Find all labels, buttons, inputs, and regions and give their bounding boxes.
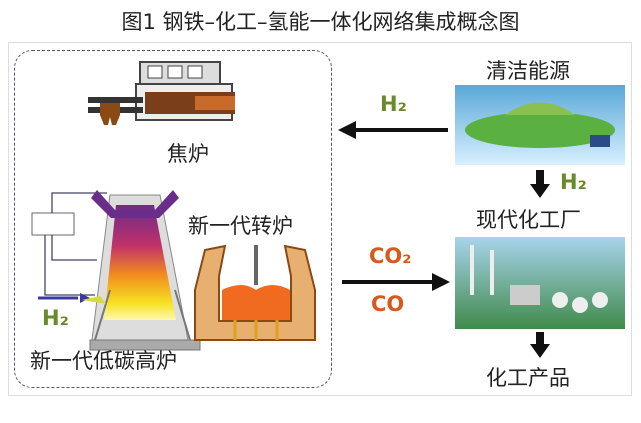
co2-flow-label: CO₂	[369, 244, 412, 268]
converter-illustration	[194, 244, 316, 341]
arrow-energy-to-plant	[530, 170, 550, 198]
h2-flow-label: H₂	[380, 92, 407, 116]
figure-title: 图1 钢铁–化工–氢能一体化网络集成概念图	[121, 10, 520, 34]
clean-energy-label: 清洁能源	[486, 59, 570, 83]
h2-input-label: H₂	[42, 306, 69, 330]
arrow-h2-to-steel	[338, 121, 448, 139]
clean-energy-image	[455, 85, 625, 165]
co-flow-label: CO	[371, 292, 405, 316]
arrow-carbon-to-chemical	[342, 273, 450, 291]
h2-down-label: H₂	[560, 170, 587, 194]
chemical-plant-image	[455, 237, 625, 329]
chemical-products-label: 化工产品	[486, 366, 570, 390]
coke-oven-label: 焦炉	[167, 142, 209, 166]
arrow-plant-to-products	[530, 332, 550, 358]
converter-label: 新一代转炉	[188, 214, 293, 238]
chemical-plant-label: 现代化工厂	[476, 208, 581, 232]
figure-frame	[8, 42, 632, 396]
blast-furnace-illustration	[31, 190, 201, 351]
blast-furnace-label: 新一代低碳高炉	[30, 349, 177, 373]
coke-oven-illustration	[88, 61, 235, 125]
steel-plant-group-boundary	[14, 50, 332, 388]
